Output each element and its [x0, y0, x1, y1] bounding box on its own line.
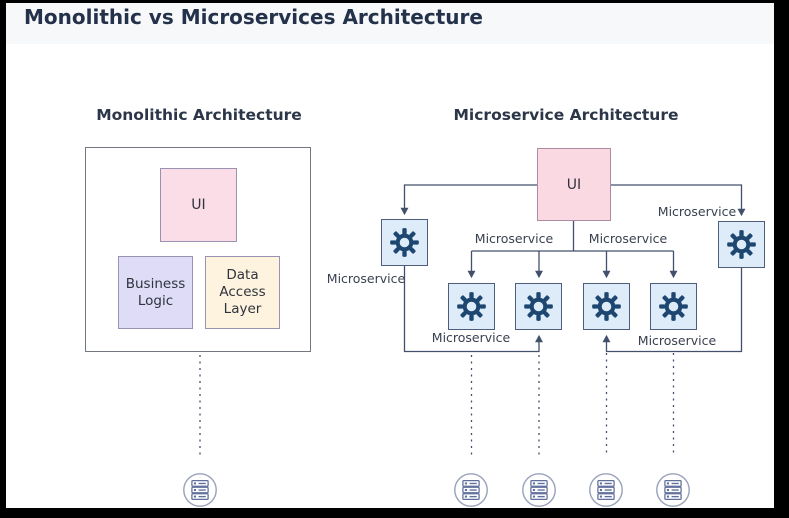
gear-icon [457, 292, 486, 321]
service-node-left [381, 219, 428, 266]
microservice-label-bottom-left: Microservice [431, 330, 511, 345]
microservice-heading: Microservice Architecture [453, 106, 679, 124]
microservice-label-mid-right: Microservice [588, 231, 668, 246]
microservice-label-right-top: Microservice [657, 204, 737, 219]
database-icon [182, 472, 218, 508]
gear-icon [727, 230, 756, 259]
monolith-data-access-label: Data Access Layer [219, 267, 266, 317]
microservice-ui-label: UI [566, 176, 582, 193]
database-icon [453, 472, 489, 508]
gear-icon [592, 292, 621, 321]
monolith-ui-node: UI [160, 168, 237, 242]
service-node-2 [515, 283, 562, 330]
monolith-ui-label: UI [191, 197, 206, 213]
microservice-label-left: Microservice [326, 271, 406, 286]
header-strip [6, 3, 774, 44]
gear-icon [659, 292, 688, 321]
database-icon [521, 472, 557, 508]
gear-icon [390, 228, 419, 257]
database-icon [588, 472, 624, 508]
monolith-business-logic-label: Business Logic [125, 275, 186, 309]
service-node-3 [583, 283, 630, 330]
gear-icon [524, 292, 553, 321]
service-node-right [718, 221, 765, 268]
microservice-label-mid-left: Microservice [474, 231, 554, 246]
microservice-label-bottom-right: Microservice [637, 333, 717, 348]
service-node-1 [448, 283, 495, 330]
microservice-ui-node: UI [537, 148, 611, 221]
page-title: Monolithic vs Microservices Architecture [24, 5, 483, 29]
service-node-4 [650, 283, 697, 330]
database-icon [655, 472, 691, 508]
monolith-business-logic-node: Business Logic [118, 256, 193, 329]
monolith-data-access-node: Data Access Layer [205, 256, 280, 329]
monolithic-heading: Monolithic Architecture [96, 106, 302, 124]
